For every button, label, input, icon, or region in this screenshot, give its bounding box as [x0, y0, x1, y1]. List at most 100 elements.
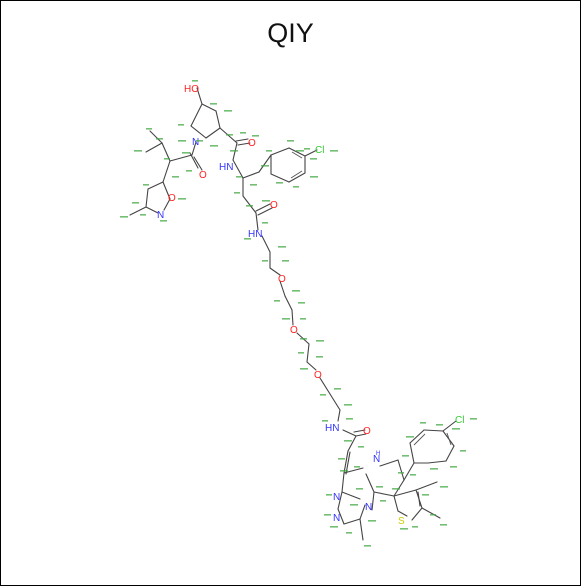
bonds-thienodiazepine	[337, 429, 441, 541]
atom-name-mark	[300, 338, 307, 340]
atom-name-mark	[266, 150, 272, 152]
atom-name-mark	[164, 158, 170, 160]
atom-cl-top: Cl	[315, 145, 324, 156]
page-title: QIY	[267, 18, 314, 48]
atom-o-peg2: O	[290, 325, 298, 336]
atom-name-mark	[156, 138, 163, 140]
atom-name-mark	[132, 202, 139, 204]
atom-name-mark	[420, 422, 426, 424]
atom-name-mark	[330, 526, 338, 528]
atom-name-mark	[224, 110, 232, 112]
atom-name-mark	[358, 446, 364, 448]
atom-name-mark	[320, 394, 326, 396]
atom-name-mark	[282, 260, 289, 262]
atom-name-mark	[300, 318, 306, 320]
atom-n-tri1: N	[333, 492, 340, 503]
atom-name-mark	[422, 494, 429, 496]
atom-name-mark	[262, 222, 268, 224]
atom-name-mark	[430, 514, 436, 516]
atom-name-mark	[402, 455, 409, 457]
atom-name-mark	[398, 472, 404, 474]
atom-o-val: O	[199, 170, 207, 181]
atom-name-mark	[134, 150, 142, 152]
atom-name-mark	[236, 176, 242, 178]
bonds-chlorophenyl-top	[232, 147, 318, 231]
atom-n-pro: N	[192, 137, 199, 148]
atom-name-mark	[226, 134, 233, 136]
atom-name-mark	[436, 424, 443, 426]
atom-name-mark	[250, 184, 257, 186]
atom-n-tri3: N	[365, 502, 372, 513]
atom-s-thio: S	[398, 516, 405, 527]
atom-name-mark	[410, 474, 416, 476]
atom-name-mark	[298, 302, 305, 304]
atom-name-mark	[412, 526, 418, 528]
atom-name-mark	[140, 214, 146, 216]
atom-name-mark	[278, 246, 286, 248]
atom-name-mark	[298, 352, 304, 354]
atom-name-mark	[186, 170, 192, 172]
atom-n-isox: N	[157, 210, 164, 221]
atom-name-mark	[143, 184, 149, 186]
atom-name-mark	[120, 216, 128, 218]
atom-name-mark	[210, 145, 218, 147]
h-on-n-diaz: H	[376, 451, 380, 457]
atom-name-mark	[192, 80, 198, 82]
atom-name-mark	[261, 165, 269, 167]
atom-name-mark	[304, 148, 310, 150]
atom-o-peg3: O	[314, 370, 322, 381]
bonds-hydroxyproline	[190, 87, 251, 161]
atom-name-mark	[300, 368, 308, 370]
atom-name-mark	[293, 186, 299, 188]
atom-name-mark	[316, 340, 324, 342]
atom-name-mark	[316, 356, 323, 358]
atom-name-mark	[182, 152, 190, 154]
atom-name-mark	[178, 124, 184, 126]
atom-name-mark	[240, 132, 246, 134]
atom-name-mark	[344, 404, 352, 406]
atom-name-mark	[452, 428, 460, 430]
atom-o-pro: O	[248, 138, 256, 149]
atom-name-mark	[364, 545, 371, 547]
atom-cl-low: Cl	[455, 415, 464, 426]
atom-name-mark	[460, 450, 466, 452]
atom-name-mark	[246, 205, 253, 207]
atom-name-mark	[172, 176, 179, 178]
atom-o-isox: O	[168, 193, 176, 204]
atom-name-mark	[296, 150, 304, 152]
atom-name-mark	[262, 200, 270, 202]
atom-name-mark	[326, 494, 332, 496]
atom-name-mark	[346, 532, 352, 534]
atom-name-mark	[230, 150, 238, 152]
atom-name-mark	[262, 260, 268, 262]
atom-name-mark	[344, 440, 352, 442]
atom-name-mark	[146, 128, 152, 130]
atom-name-mark	[450, 466, 457, 468]
atom-hn-top: HN	[219, 162, 233, 173]
atom-o-amide: O	[270, 200, 278, 211]
atom-labels: HO N O HN Cl O O N O HN O O O HN O N N N…	[157, 84, 464, 527]
atom-name-mark	[282, 318, 290, 320]
atom-name-mark	[356, 488, 363, 490]
atom-o-peg1: O	[278, 274, 286, 285]
atom-name-mark	[178, 140, 186, 142]
atom-name-mark	[310, 176, 318, 178]
atom-name-mark	[354, 466, 360, 468]
atom-name-mark	[234, 192, 240, 194]
atom-name-mark	[324, 514, 331, 516]
atom-name-mark	[340, 470, 348, 472]
atom-name-mark	[400, 528, 408, 530]
atom-n-tri2: N	[333, 513, 340, 524]
atom-name-mark	[196, 140, 203, 142]
atom-name-mark	[160, 220, 167, 222]
atom-n-diaz: N	[373, 454, 380, 465]
atom-name-mark	[334, 388, 341, 390]
atom-name-mark	[440, 486, 448, 488]
atom-name-mark	[470, 418, 477, 420]
atom-name-mark	[346, 418, 353, 420]
atom-o-low: O	[363, 426, 371, 437]
atom-name-mark	[440, 524, 447, 526]
bonds-chlorophenyl-bottom	[403, 420, 457, 481]
